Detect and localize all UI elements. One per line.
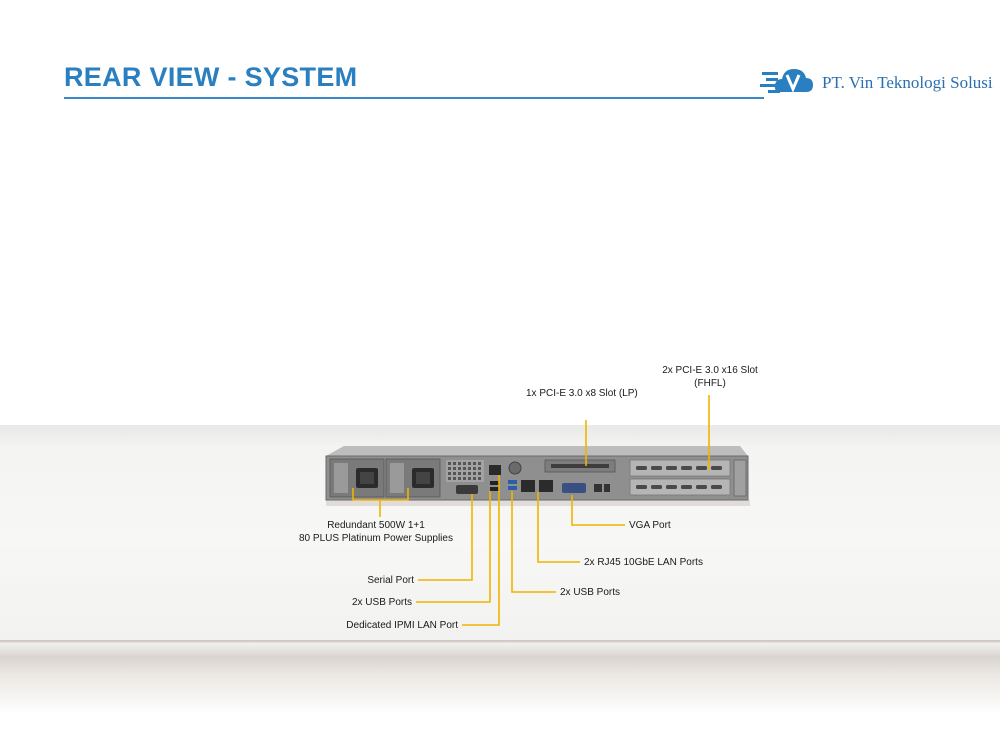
vent-hole	[468, 472, 471, 475]
vent-hole	[478, 462, 481, 465]
slot-vent	[666, 485, 677, 489]
vent-hole	[458, 467, 461, 470]
slot-vent	[711, 485, 722, 489]
vent-hole	[468, 467, 471, 470]
vent-hole	[458, 462, 461, 465]
vent-hole	[473, 477, 476, 480]
vent-hole	[448, 462, 451, 465]
callout-usb-left: 2x USB Ports	[351, 597, 412, 608]
vent-hole	[473, 462, 476, 465]
vga-port	[562, 483, 586, 493]
vent-hole	[453, 467, 456, 470]
slot-vent	[696, 485, 707, 489]
callout-psu-line2: 80 PLUS Platinum Power Supplies	[299, 533, 453, 544]
usb-port-right-2	[508, 486, 517, 490]
serial-port	[456, 485, 478, 494]
callout-pcie-x8: 1x PCI-E 3.0 x8 Slot (LP)	[526, 388, 638, 399]
vent-hole	[458, 477, 461, 480]
usb-port-left-2	[490, 487, 499, 491]
slot-vent	[696, 466, 707, 470]
vent-hole	[458, 472, 461, 475]
vent-hole	[478, 472, 481, 475]
vent-hole	[448, 472, 451, 475]
callout-pcie-x16: 2x PCI-E 3.0 x16 Slot (FHFL)	[645, 364, 775, 390]
page-title: REAR VIEW - SYSTEM	[64, 62, 358, 92]
leader-serial	[418, 494, 473, 581]
leader-lan-10gbe	[537, 492, 580, 563]
leader-lines	[352, 395, 710, 626]
power-supply-2	[385, 458, 441, 498]
pcie-x16-slots	[629, 459, 731, 496]
callout-pcie-x16-line2: (FHFL)	[694, 378, 726, 389]
vent-hole	[448, 467, 451, 470]
company-name: PT. Vin Teknologi Solusi	[822, 73, 993, 92]
callout-lan-10gbe: 2x RJ45 10GbE LAN Ports	[584, 557, 703, 568]
callout-usb-right: 2x USB Ports	[560, 587, 621, 598]
usb-port-left-1	[490, 481, 499, 485]
vent-hole	[478, 477, 481, 480]
leader-vga	[571, 495, 625, 526]
slot-vent	[681, 466, 692, 470]
vent-hole	[478, 467, 481, 470]
vent-hole	[463, 472, 466, 475]
vent-hole	[473, 467, 476, 470]
vent-grid	[446, 460, 484, 482]
slot-vent	[651, 466, 662, 470]
vent-hole	[468, 462, 471, 465]
vent-hole	[453, 462, 456, 465]
power-supply-1	[329, 458, 385, 498]
leader-ipmi	[462, 475, 500, 626]
callout-psu-line1: Redundant 500W 1+1	[327, 520, 425, 531]
callout-pcie-x16-line1: 2x PCI-E 3.0 x16 Slot	[662, 365, 758, 376]
leader-usb-left	[416, 491, 491, 603]
vent-hole	[463, 477, 466, 480]
cloud-v-logo-icon	[760, 69, 813, 93]
ipmi-lan-port	[489, 465, 501, 475]
usb-port-right-1	[508, 480, 517, 484]
leader-usb-right	[511, 491, 556, 593]
slot-vent	[666, 466, 677, 470]
uid-button	[508, 461, 522, 475]
callout-psu: Redundant 500W 1+1 80 PLUS Platinum Powe…	[276, 519, 476, 545]
vent-hole	[473, 472, 476, 475]
chassis-top	[326, 446, 748, 456]
vent-hole	[453, 477, 456, 480]
vent-hole	[448, 477, 451, 480]
company-logo: PT. Vin Teknologi Solusi	[760, 62, 993, 98]
vent-hole	[453, 472, 456, 475]
vent-hole	[463, 462, 466, 465]
vent-hole	[468, 477, 471, 480]
slot-vent	[636, 485, 647, 489]
slot-vent	[681, 485, 692, 489]
slot-vent	[711, 466, 722, 470]
callout-vga: VGA Port	[629, 520, 671, 531]
slot-vent	[651, 485, 662, 489]
callout-serial: Serial Port	[367, 575, 414, 586]
vent-hole	[463, 467, 466, 470]
title-underline	[64, 97, 764, 99]
callout-ipmi: Dedicated IPMI LAN Port	[346, 620, 458, 631]
backdrop-edge	[0, 640, 1000, 643]
slot-vent	[636, 466, 647, 470]
lan-10gbe-port-2	[539, 480, 553, 492]
lan-10gbe-port-1	[521, 480, 535, 492]
